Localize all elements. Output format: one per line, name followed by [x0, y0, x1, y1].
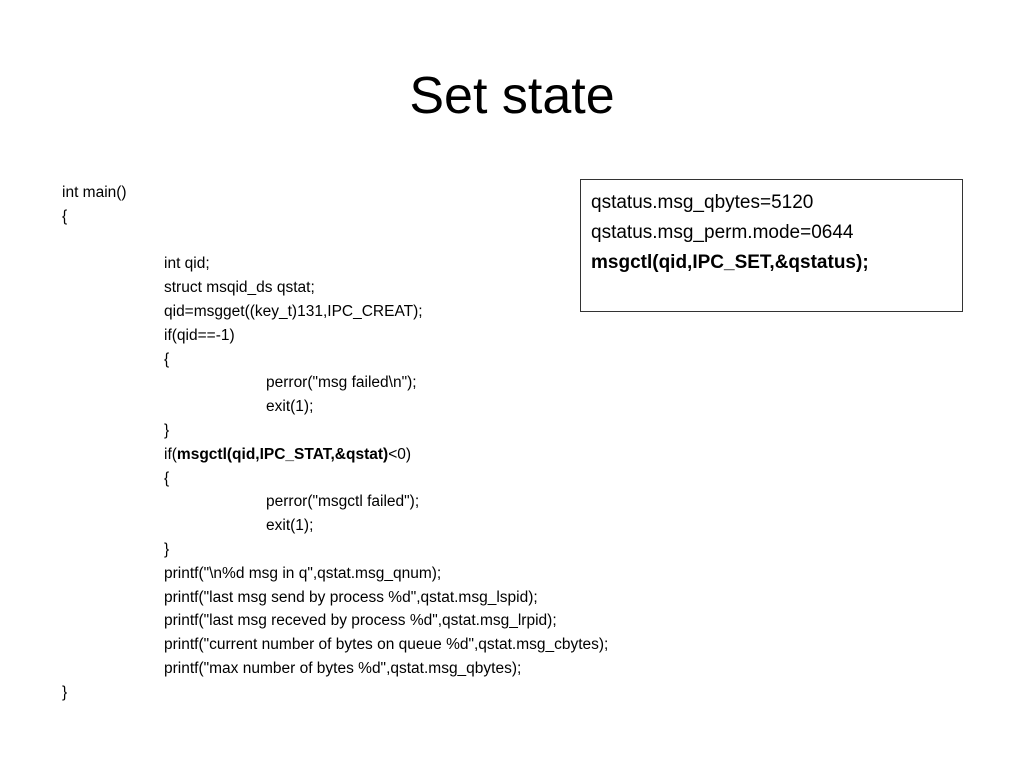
info-line-perm-mode: qstatus.msg_perm.mode=0644: [591, 222, 854, 243]
code-prefix: if(: [164, 445, 177, 463]
code-line: exit(1);: [266, 398, 314, 416]
code-line: printf("\n%d msg in q",qstat.msg_qnum);: [164, 564, 442, 582]
ipc-set-info-box: qstatus.msg_qbytes=5120 qstatus.msg_perm…: [580, 179, 963, 312]
info-line-qbytes: qstatus.msg_qbytes=5120: [591, 192, 814, 213]
code-line: perror("msgctl failed");: [266, 493, 420, 511]
code-line: printf("current number of bytes on queue…: [164, 636, 609, 654]
code-line: }: [62, 683, 68, 701]
code-line: printf("max number of bytes %d",qstat.ms…: [164, 659, 522, 677]
code-line: {: [62, 207, 68, 225]
code-line: int main(): [62, 184, 127, 201]
code-listing: int main() { int qid; struct msqid_ds qs…: [62, 181, 722, 705]
code-line: if(qid==-1): [164, 326, 235, 344]
code-line: printf("last msg send by process %d",qst…: [164, 588, 538, 606]
code-line: struct msqid_ds qstat;: [164, 279, 315, 297]
code-line: {: [164, 350, 170, 368]
code-suffix: <0): [388, 445, 412, 463]
info-line-msgctl-set: msgctl(qid,IPC_SET,&qstatus);: [591, 252, 869, 273]
code-line: }: [164, 540, 170, 558]
code-line: }: [164, 421, 170, 439]
code-line: exit(1);: [266, 517, 314, 535]
slide-title: Set state: [409, 67, 615, 125]
code-bold-call: msgctl(qid,IPC_STAT,&qstat): [176, 445, 389, 463]
code-line-msgctl-stat: if(msgctl(qid,IPC_STAT,&qstat)<0): [62, 443, 722, 467]
code-line: {: [164, 469, 170, 487]
code-line: perror("msg failed\n");: [266, 374, 417, 392]
code-line: int qid;: [164, 255, 210, 273]
code-line: printf("last msg receved by process %d",…: [164, 612, 557, 630]
code-line: qid=msgget((key_t)131,IPC_CREAT);: [164, 302, 423, 320]
